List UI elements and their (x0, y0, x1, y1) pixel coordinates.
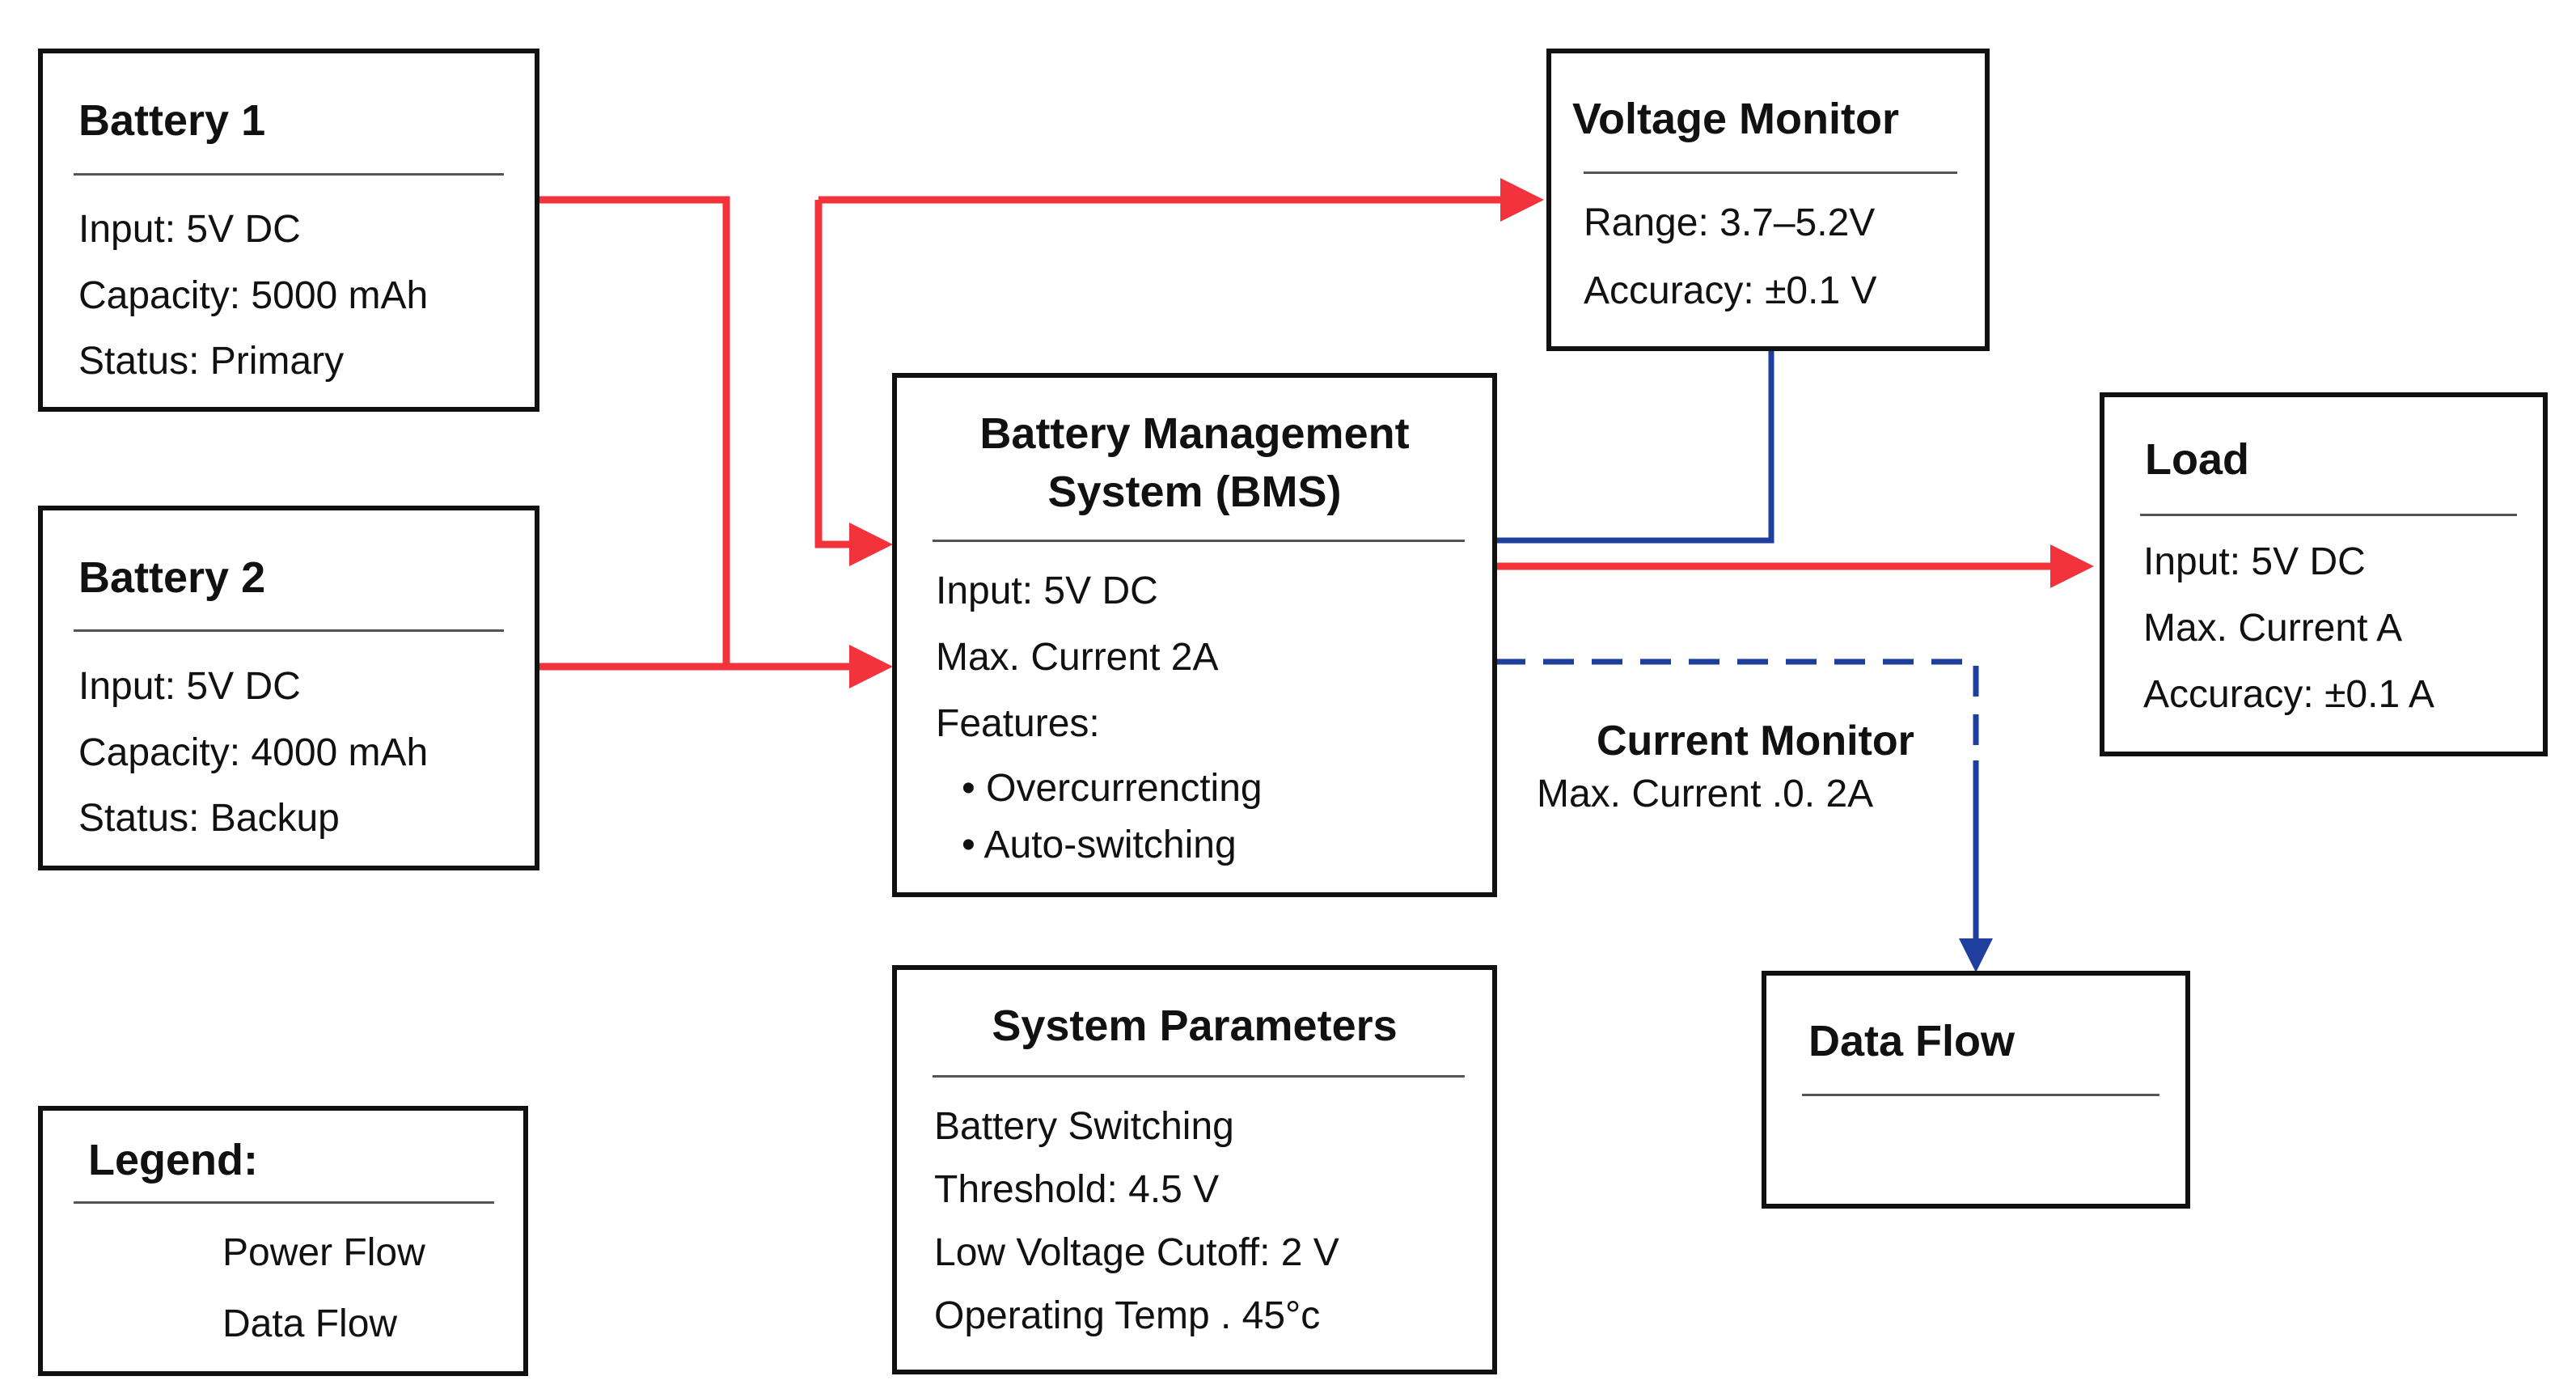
voltage-monitor-divider (1584, 172, 1957, 174)
battery1-input: Input: 5V DC (78, 208, 301, 251)
data-line-current-monitor (1495, 659, 1979, 760)
load-box: Load Input: 5V DC Max. Current A Accurac… (2100, 392, 2548, 756)
battery2-input: Input: 5V DC (78, 665, 301, 708)
bms-title-line2: System (BMS) (1047, 468, 1342, 516)
system-parameters-divider (933, 1075, 1465, 1078)
system-parameters-line2: Threshold: 4.5 V (934, 1168, 1220, 1211)
bms-features-label: Features: (936, 702, 1100, 745)
legend-power-label: Power Flow (222, 1231, 425, 1274)
data-flow-box: Data Flow (1762, 971, 2190, 1209)
data-line-voltage-monitor (1495, 348, 1774, 544)
bms-divider (933, 540, 1465, 542)
battery2-box: Battery 2 Input: 5V DC Capacity: 4000 mA… (38, 506, 539, 870)
current-monitor-max-current: Max. Current .0. 2A (1537, 773, 1874, 815)
system-parameters-box: System Parameters Battery Switching Thre… (892, 965, 1497, 1374)
battery1-status: Status: Primary (78, 340, 345, 383)
bms-title-line1: Battery Management (979, 409, 1410, 458)
bms-max-current: Max. Current 2A (936, 636, 1219, 679)
battery2-divider (74, 629, 504, 632)
battery2-status: Status: Backup (78, 797, 340, 840)
battery2-capacity: Capacity: 4000 mAh (78, 731, 429, 774)
load-divider (2140, 514, 2517, 516)
bms-feature-auto-switching: • Auto-switching (962, 824, 1237, 866)
legend-box: Legend: Power Flow Data Flow (38, 1106, 528, 1376)
current-monitor-title: Current Monitor (1597, 718, 1914, 764)
power-line-to-bms-top (814, 200, 893, 566)
system-parameters-line4: Operating Temp . 45°c (934, 1294, 1321, 1337)
legend-data-label: Data Flow (222, 1302, 398, 1345)
bms-box: Battery Management System (BMS) Input: 5… (892, 373, 1497, 897)
power-line-battery1 (538, 196, 730, 667)
voltage-monitor-box: Voltage Monitor Range: 3.7–5.2V Accuracy… (1546, 49, 1990, 351)
voltage-monitor-accuracy: Accuracy: ±0.1 V (1584, 269, 1877, 312)
battery2-title: Battery 2 (78, 553, 266, 602)
voltage-monitor-range: Range: 3.7–5.2V (1584, 201, 1876, 244)
load-title: Load (2145, 435, 2249, 484)
battery1-divider (74, 173, 504, 176)
battery1-title: Battery 1 (78, 96, 266, 145)
voltage-monitor-title: Voltage Monitor (1572, 95, 1899, 143)
data-flow-divider (1802, 1094, 2159, 1096)
bms-feature-overcurrent: • Overcurrencting (962, 767, 1263, 810)
load-input: Input: 5V DC (2143, 540, 2366, 583)
legend-divider (74, 1201, 494, 1204)
system-parameters-title: System Parameters (992, 1002, 1398, 1050)
load-max-current: Max. Current A (2143, 607, 2403, 650)
battery1-box: Battery 1 Input: 5V DC Capacity: 5000 mA… (38, 49, 539, 412)
system-parameters-line3: Low Voltage Cutoff: 2 V (934, 1231, 1339, 1274)
data-flow-title: Data Flow (1808, 1017, 2016, 1065)
battery1-capacity: Capacity: 5000 mAh (78, 274, 429, 317)
system-parameters-line1: Battery Switching (934, 1105, 1234, 1148)
bms-input: Input: 5V DC (936, 570, 1158, 612)
legend-title: Legend: (88, 1136, 258, 1184)
load-accuracy: Accuracy: ±0.1 A (2143, 673, 2434, 716)
